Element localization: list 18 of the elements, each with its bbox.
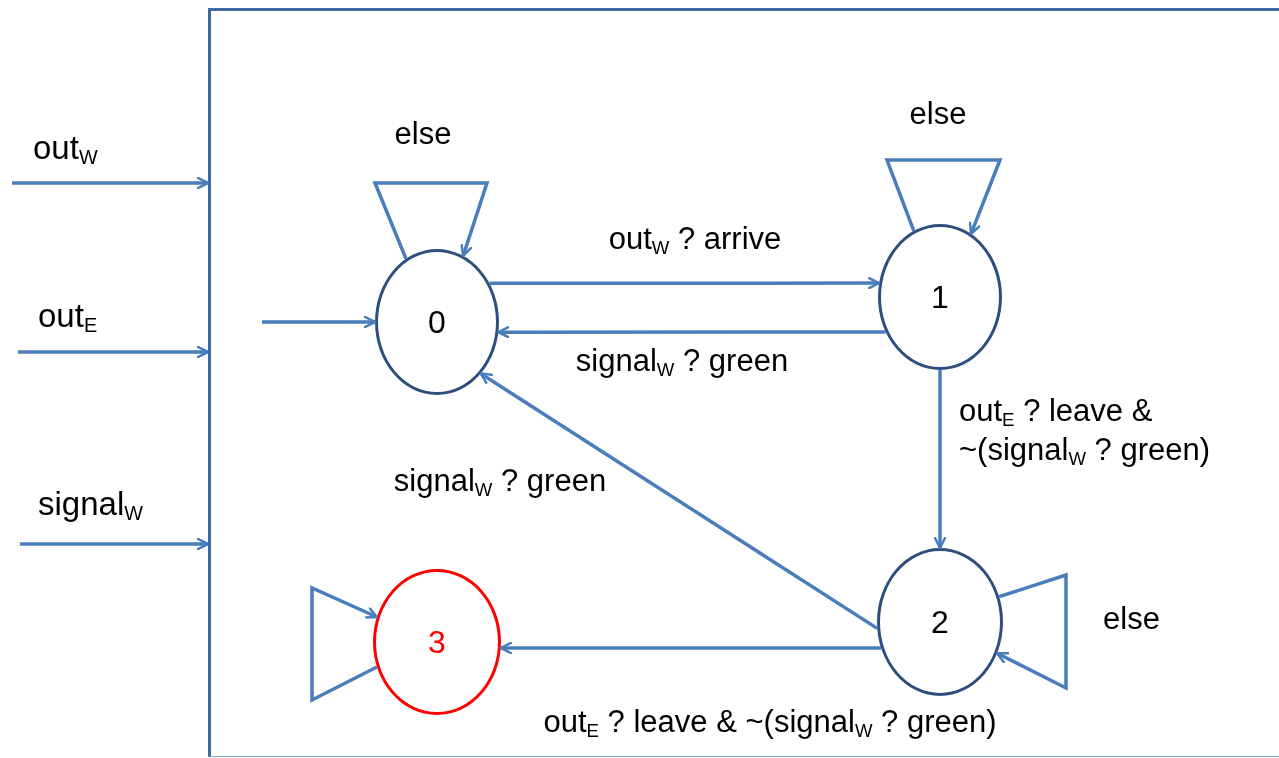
input-signal-label: out$_{W}$: [33, 128, 98, 170]
state-number: 1: [931, 278, 949, 316]
arrow: [497, 325, 886, 339]
arrow: [20, 537, 210, 551]
arrow: [499, 641, 881, 655]
state-number: 0: [428, 303, 446, 341]
arrow: [933, 370, 947, 550]
arrow: [12, 176, 210, 190]
input-signal-label: signal$_{W}$: [38, 484, 143, 526]
input-signal-label: out$_{E}$: [38, 296, 98, 338]
arrow: [479, 372, 879, 630]
arrow: [262, 315, 377, 329]
state-number: 3: [428, 623, 446, 661]
arrow: [18, 345, 210, 359]
state-number: 2: [931, 603, 949, 641]
arrow: [884, 158, 1003, 236]
arrow: [372, 181, 490, 260]
arrow: [489, 276, 881, 290]
